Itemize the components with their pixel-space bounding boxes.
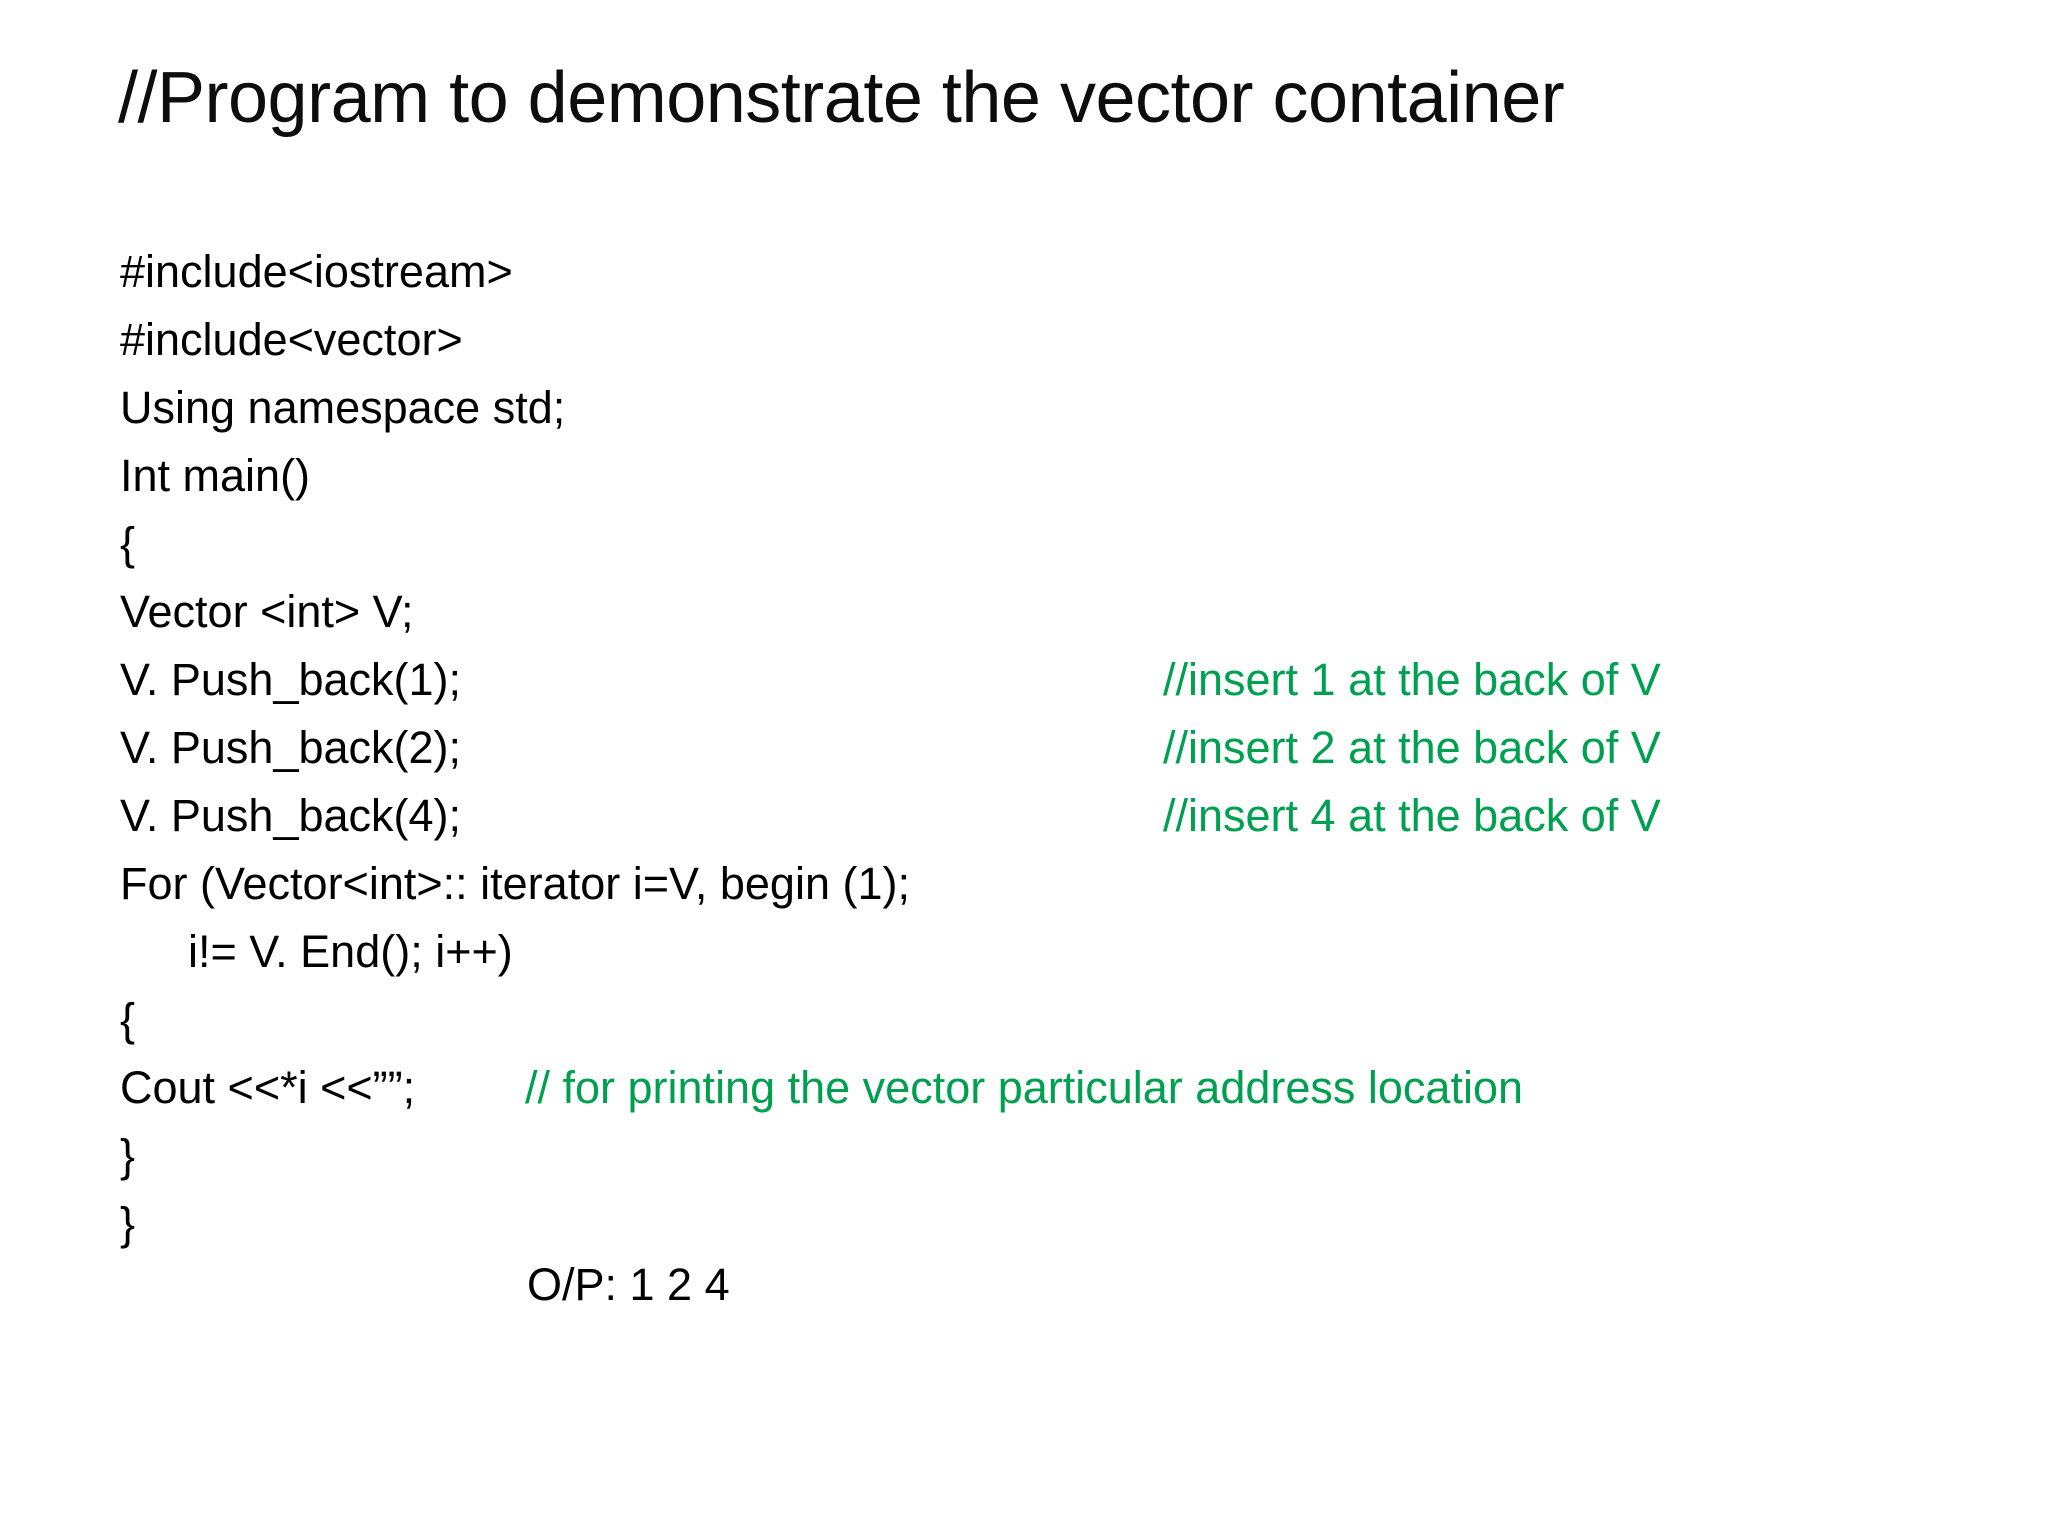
code-line: #include<vector>: [120, 306, 1940, 374]
code-statement: V. Push_back(4);: [120, 790, 462, 841]
code-line: V. Push_back(2); //insert 2 at the back o…: [120, 714, 1940, 782]
code-line: {: [120, 986, 1940, 1054]
code-statement: #include<vector>: [120, 314, 463, 365]
code-line: V. Push_back(1); //insert 1 at the back o…: [120, 646, 1940, 714]
code-line: }: [120, 1190, 1940, 1258]
code-line: Vector <int> V;: [120, 578, 1940, 646]
code-line: i!= V. End(); i++): [120, 918, 1940, 986]
code-statement: {: [120, 994, 136, 1045]
code-statement: Cout <<*i <<””;: [120, 1062, 416, 1113]
code-statement: {: [120, 518, 136, 569]
code-statement: For (Vector<int>:: iterator i=V, begin (…: [120, 858, 910, 909]
code-line: Using namespace std;: [120, 374, 1940, 442]
code-statement: }: [120, 1130, 136, 1181]
page-title: //Program to demonstrate the vector cont…: [118, 58, 1565, 138]
code-comment: // for printing the vector particular ad…: [525, 1062, 1523, 1113]
code-statement: Vector <int> V;: [120, 586, 414, 637]
code-statement: }: [120, 1198, 136, 1249]
code-statement: #include<iostream>: [120, 246, 513, 297]
code-statement: V. Push_back(1);: [120, 654, 462, 705]
code-line: #include<iostream>: [120, 238, 1940, 306]
code-block: #include<iostream> #include<vector> Using …: [120, 238, 1940, 1258]
code-statement: i!= V. End(); i++): [188, 926, 513, 977]
code-statement: Using namespace std;: [120, 382, 566, 433]
code-statement: V. Push_back(2);: [120, 722, 462, 773]
code-statement: Int main(): [120, 450, 311, 501]
code-line: {: [120, 510, 1940, 578]
code-line: }: [120, 1122, 1940, 1190]
code-comment: //insert 1 at the back of V: [1163, 654, 1661, 705]
code-comment: //insert 4 at the back of V: [1163, 790, 1661, 841]
code-line: For (Vector<int>:: iterator i=V, begin (…: [120, 850, 1940, 918]
code-comment: //insert 2 at the back of V: [1163, 722, 1661, 773]
code-line: Cout <<*i <<””; // for printing the vecto…: [120, 1054, 1940, 1122]
output-line: O/P: 1 2 4: [527, 1259, 730, 1310]
code-line: Int main(): [120, 442, 1940, 510]
code-line: V. Push_back(4); //insert 4 at the back o…: [120, 782, 1940, 850]
